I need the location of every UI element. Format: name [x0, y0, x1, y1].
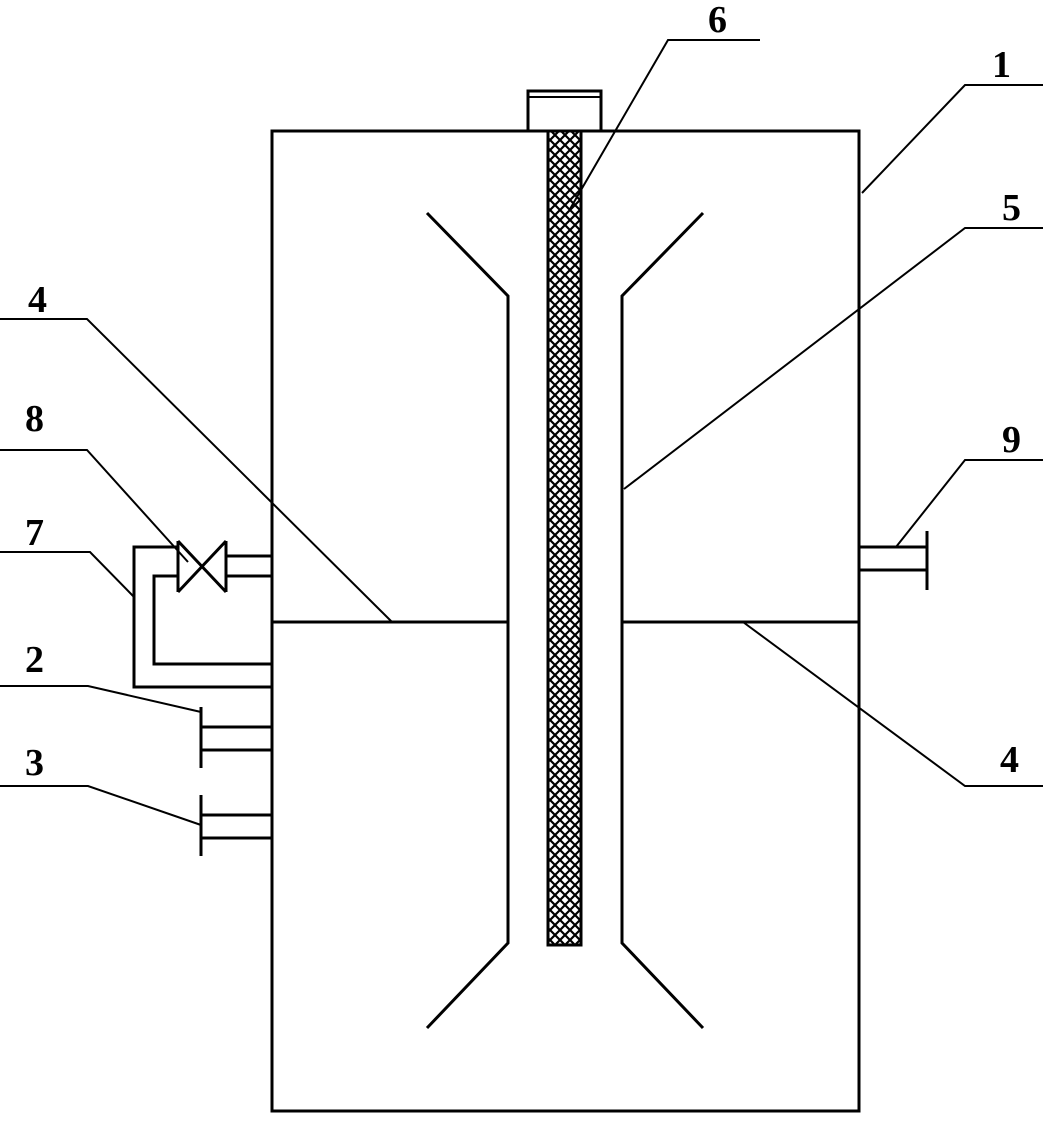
label-6: 6	[708, 0, 727, 41]
label-3: 3	[25, 742, 44, 784]
label-9: 9	[1002, 419, 1021, 461]
label-4-left: 4	[28, 279, 47, 321]
outlet-nozzle	[859, 531, 929, 590]
valve	[176, 539, 228, 594]
top-cap	[526, 89, 603, 133]
label-1: 1	[992, 44, 1011, 86]
draft-tube-right-wall	[620, 211, 705, 1030]
label-4-right: 4	[1000, 739, 1019, 781]
draft-tube-left-wall	[425, 211, 510, 1030]
leader-lines	[0, 39, 1043, 826]
label-8: 8	[25, 398, 44, 440]
central-rod	[546, 129, 583, 947]
label-2: 2	[25, 639, 44, 681]
inlet-nozzle	[199, 707, 272, 768]
label-7: 7	[25, 512, 44, 554]
drain-nozzle	[199, 795, 272, 856]
label-5: 5	[1002, 187, 1021, 229]
return-pipe	[132, 545, 272, 689]
